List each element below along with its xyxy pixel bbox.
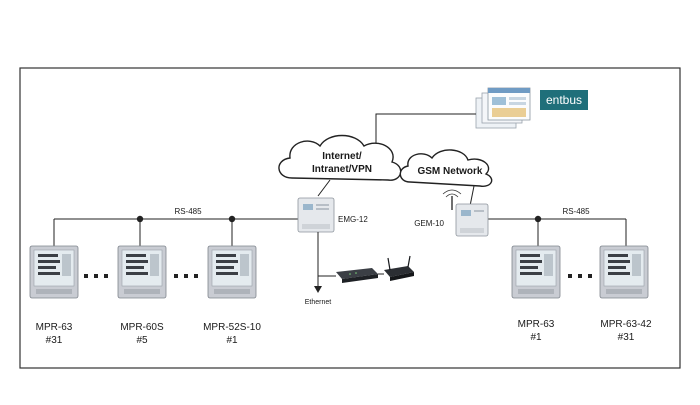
emg-label: EMG-12 [338, 215, 368, 224]
ethernet-link: Ethernet [305, 232, 336, 306]
meter-id-label: #1 [226, 335, 238, 346]
meter-model-label: MPR-63-42 [600, 319, 652, 330]
gsm-cloud: GSM Network [399, 149, 493, 187]
meter-mpr-52s-10-1 [207, 245, 257, 299]
meter-model-label: MPR-63 [518, 319, 555, 330]
internet-to-software-line [375, 113, 476, 150]
meter-id-label: #1 [530, 332, 542, 343]
meter-id-label: #31 [618, 332, 635, 343]
meter-id-label: #31 [46, 335, 63, 346]
left-rs485-bus: RS-485 [53, 207, 300, 246]
gem-modem: GEM-10 [414, 185, 489, 237]
ellipsis-dots-left-1 [84, 274, 108, 278]
ethernet-label: Ethernet [305, 299, 332, 306]
logo-text: entbus [546, 93, 582, 107]
gem-label: GEM-10 [414, 219, 444, 228]
meter-mpr-63-1 [511, 245, 561, 299]
meter-mpr-60s-5 [117, 245, 167, 299]
meter-mpr-63-42-31 [599, 245, 649, 299]
router-icon [384, 255, 414, 281]
internet-cloud: Internet/ Intranet/VPN [278, 134, 402, 181]
meter-model-label: MPR-52S-10 [203, 322, 261, 333]
entbus-logo: entbus [540, 90, 588, 110]
meter-id-label: #5 [136, 335, 148, 346]
right-rs485-bus: RS-485 [488, 207, 627, 246]
meter-model-label: MPR-60S [120, 322, 164, 333]
ellipsis-dots-right [568, 274, 592, 278]
left-bus-label: RS-485 [174, 207, 202, 216]
internet-cloud-label-1: Internet/ [322, 151, 362, 162]
gsm-cloud-label: GSM Network [417, 166, 482, 177]
ellipsis-dots-left-2 [174, 274, 198, 278]
meter-mpr-63-31 [29, 245, 79, 299]
diagram-frame [19, 67, 681, 369]
software-screens-icon [475, 87, 531, 129]
internet-cloud-label-2: Intranet/VPN [312, 164, 372, 175]
meter-model-label: MPR-63 [36, 322, 73, 333]
network-switch-icon [336, 268, 378, 283]
emg-gateway: EMG-12 [297, 179, 368, 233]
right-bus-label: RS-485 [562, 207, 590, 216]
